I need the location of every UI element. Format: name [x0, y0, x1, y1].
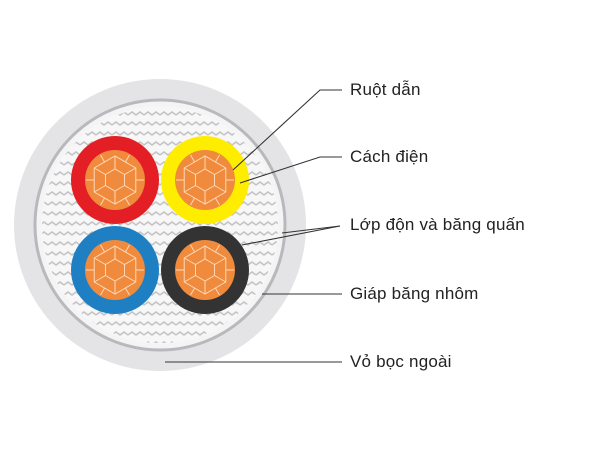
filler-pattern: [42, 107, 278, 343]
leader-filler-2: [281, 225, 341, 234]
cable-cores: [71, 136, 249, 314]
label-sheath: Vỏ bọc ngoài: [350, 352, 452, 371]
leader-insulation: [239, 156, 342, 184]
label-filler-tape: Lớp độn và băng quấn: [350, 215, 525, 234]
leader-conductor: [232, 89, 342, 171]
core-yellow: [161, 136, 249, 224]
leader-lines: [165, 89, 342, 363]
core-red: [71, 136, 159, 224]
core-yellow-strands: [176, 154, 234, 206]
label-insulation: Cách điện: [350, 147, 429, 166]
core-red-strands: [86, 154, 144, 206]
leader-filler-1: [241, 225, 341, 246]
core-black-strands: [176, 244, 234, 296]
label-armor: Giáp băng nhôm: [350, 284, 479, 303]
core-blue: [71, 226, 159, 314]
label-conductor: Ruột dẫn: [350, 80, 421, 99]
core-black: [161, 226, 249, 314]
core-blue-strands: [86, 244, 144, 296]
